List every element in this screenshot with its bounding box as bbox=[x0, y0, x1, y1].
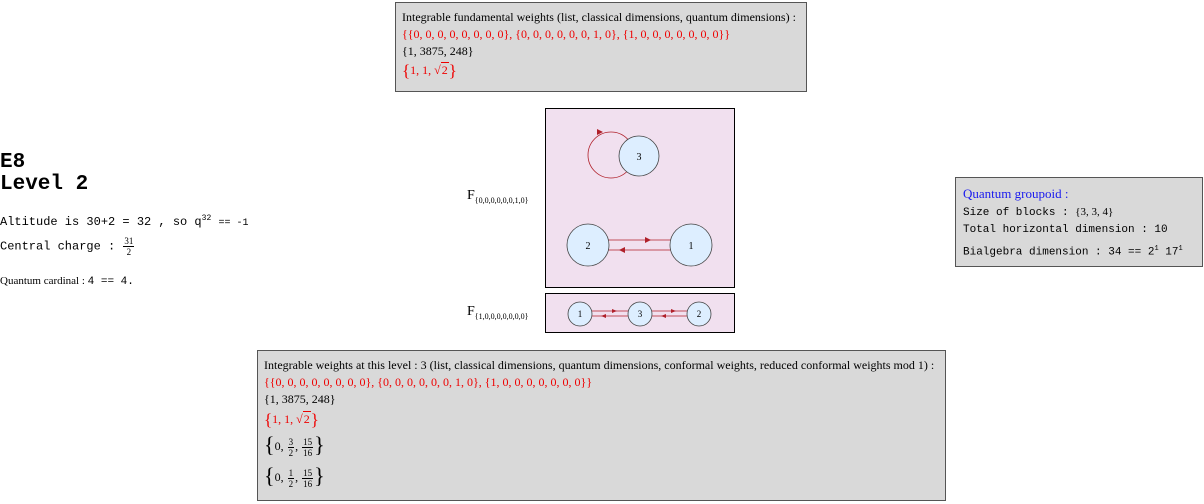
fundamental-quantum-dims: {1, 1, √2} bbox=[402, 61, 457, 80]
fusion-graph-2: 1 3 2 bbox=[545, 293, 735, 333]
integrable-weights-header: Integrable weights at this level : 3 (li… bbox=[264, 358, 935, 372]
graph-node bbox=[566, 223, 610, 267]
fundamental-weights-box: Integrable fundamental weights (list, cl… bbox=[395, 2, 807, 92]
quantum-cardinal-line: Quantum cardinal : 4 == 4. bbox=[0, 275, 134, 288]
fundamental-classical-dims: {1, 3875, 248} bbox=[402, 44, 474, 58]
node-label: 1 bbox=[689, 241, 694, 252]
integrable-weights-box: Integrable weights at this level : 3 (li… bbox=[257, 350, 946, 501]
arrowhead bbox=[671, 309, 676, 313]
fusion-graph-label-2: F{1,0,0,0,0,0,0,0} bbox=[467, 304, 529, 321]
fundamental-weights-list: {{0, 0, 0, 0, 0, 0, 0, 0}, {0, 0, 0, 0, … bbox=[402, 27, 731, 41]
sqrt-symbol: √2 bbox=[296, 411, 311, 426]
arrowhead bbox=[619, 247, 625, 253]
integrable-quantum-dims: {1, 1, √2} bbox=[264, 410, 319, 429]
sqrt-symbol: √2 bbox=[434, 62, 449, 77]
graph-node bbox=[567, 301, 593, 327]
group-title: E8 bbox=[0, 151, 26, 174]
arrowhead bbox=[612, 309, 617, 313]
quantum-groupoid-box: Quantum groupoid : Size of blocks : {3, … bbox=[955, 177, 1203, 267]
arrowhead bbox=[601, 314, 606, 318]
graph-node bbox=[618, 135, 660, 177]
groupoid-title: Quantum groupoid : bbox=[963, 186, 1069, 201]
node-label: 2 bbox=[586, 241, 591, 252]
size-of-blocks: Size of blocks : {3, 3, 4} bbox=[963, 206, 1114, 219]
arrowhead bbox=[597, 129, 603, 135]
integrable-weights-list: {{0, 0, 0, 0, 0, 0, 0, 0}, {0, 0, 0, 0, … bbox=[264, 375, 593, 389]
total-horizontal-dimension: Total horizontal dimension : 10 bbox=[963, 224, 1168, 236]
graph-node bbox=[686, 301, 712, 327]
node-label: 3 bbox=[638, 309, 643, 319]
graph-node bbox=[627, 301, 653, 327]
level-title: Level 2 bbox=[0, 173, 89, 196]
node-label: 1 bbox=[578, 309, 583, 319]
arrowhead bbox=[661, 314, 666, 318]
fundamental-weights-header: Integrable fundamental weights (list, cl… bbox=[402, 10, 796, 24]
fusion-graph-1: 3 2 1 bbox=[545, 108, 735, 288]
fusion-graph-label-1: F{0,0,0,0,0,0,1,0} bbox=[467, 188, 529, 205]
arrowhead bbox=[645, 237, 651, 243]
integrable-classical-dims: {1, 3875, 248} bbox=[264, 392, 336, 406]
altitude-line: Altitude is 30+2 = 32 , so q32 == -1 bbox=[0, 214, 249, 229]
node-label: 2 bbox=[697, 309, 702, 319]
node-label: 3 bbox=[637, 152, 642, 163]
graph-node bbox=[669, 223, 713, 267]
bialgebra-dimension: Bialgebra dimension : 34 == 21 171 bbox=[963, 245, 1183, 259]
